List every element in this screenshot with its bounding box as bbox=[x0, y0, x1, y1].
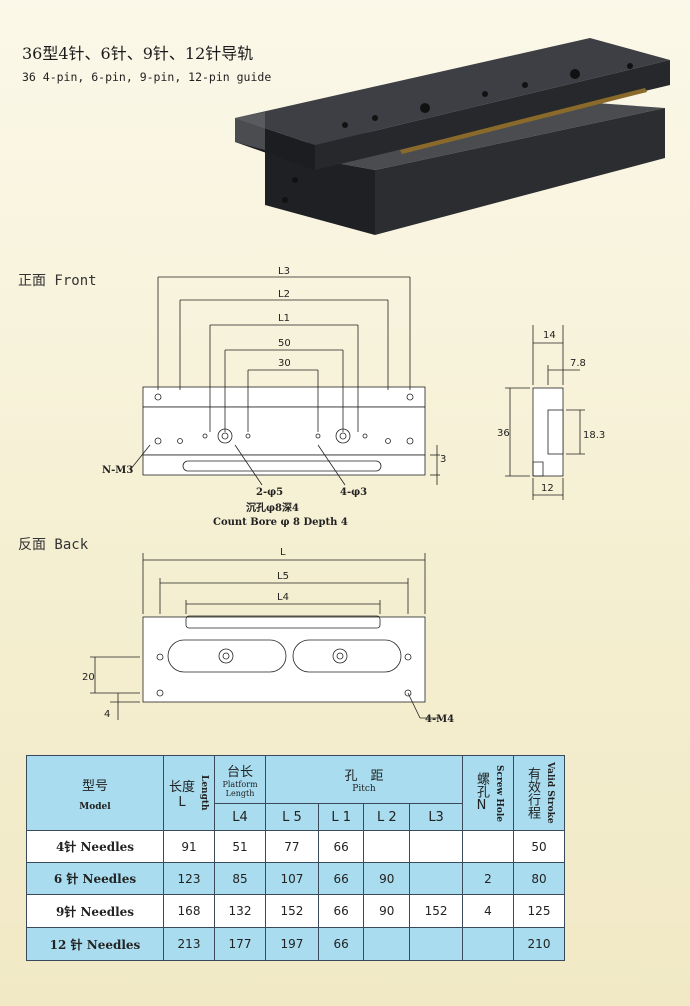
dim-L: L bbox=[280, 547, 286, 558]
page-subtitle: 36 4-pin, 6-pin, 9-pin, 12-pin guide bbox=[22, 70, 272, 84]
label-4-phi3: 4-φ3 bbox=[340, 487, 367, 498]
table-row: 12 针 Needles 213 177 197 66 210 bbox=[26, 927, 565, 961]
header-platform: 台长 Platform Length bbox=[214, 755, 266, 804]
header-pitch: 孔 距 Pitch bbox=[265, 755, 463, 804]
table-row: 4针 Needles 91 51 77 66 50 bbox=[26, 830, 565, 863]
dim-L4: L4 bbox=[277, 592, 289, 603]
label-nm3: N-M3 bbox=[102, 465, 133, 476]
header-L5: L 5 bbox=[265, 803, 319, 831]
label-2-phi5: 2-φ5 bbox=[256, 487, 283, 498]
dim-L5: L5 bbox=[277, 571, 289, 582]
dim-14: 14 bbox=[543, 330, 556, 341]
header-stroke: 有效行程 Valid Stroke bbox=[513, 755, 565, 831]
header-L2: L 2 bbox=[363, 803, 411, 831]
dim-L1: L1 bbox=[278, 313, 290, 324]
dim-L2: L2 bbox=[278, 289, 290, 300]
product-photo bbox=[235, 38, 670, 235]
header-L1: L 1 bbox=[317, 803, 365, 831]
dim-50: 50 bbox=[278, 338, 291, 349]
front-label: 正面 Front bbox=[18, 273, 97, 289]
header-model: 型号 Model bbox=[26, 755, 164, 831]
dim-20: 20 bbox=[82, 672, 95, 683]
table-row: 9针 Needles 168 132 152 66 90 152 4 125 bbox=[26, 894, 565, 928]
dim-3: 3 bbox=[440, 454, 446, 465]
dim-36: 36 bbox=[497, 428, 510, 439]
back-label: 反面 Back bbox=[18, 537, 89, 553]
dim-4: 4 bbox=[104, 709, 110, 720]
dim-12: 12 bbox=[541, 483, 554, 494]
dim-7-8: 7.8 bbox=[570, 358, 586, 369]
dim-30: 30 bbox=[278, 358, 291, 369]
table-row: 6 针 Needles 123 85 107 66 90 2 80 bbox=[26, 862, 565, 895]
page-title: 36型4针、6针、9针、12针导轨 bbox=[22, 44, 254, 63]
label-bore-cn: 沉孔φ8深4 bbox=[246, 501, 299, 514]
header-L4: L4 bbox=[214, 803, 266, 831]
technical-drawing: L3 L2 L1 50 30 3 N-M3 2-φ5 4-φ3 沉孔φ8深4 C… bbox=[82, 266, 605, 725]
label-4-m4: 4-M4 bbox=[425, 714, 454, 725]
dim-L3: L3 bbox=[278, 266, 290, 277]
header-L3: L3 bbox=[409, 803, 463, 831]
label-bore-en: Count Bore φ 8 Depth 4 bbox=[213, 517, 348, 528]
dim-18-3: 18.3 bbox=[583, 430, 605, 441]
